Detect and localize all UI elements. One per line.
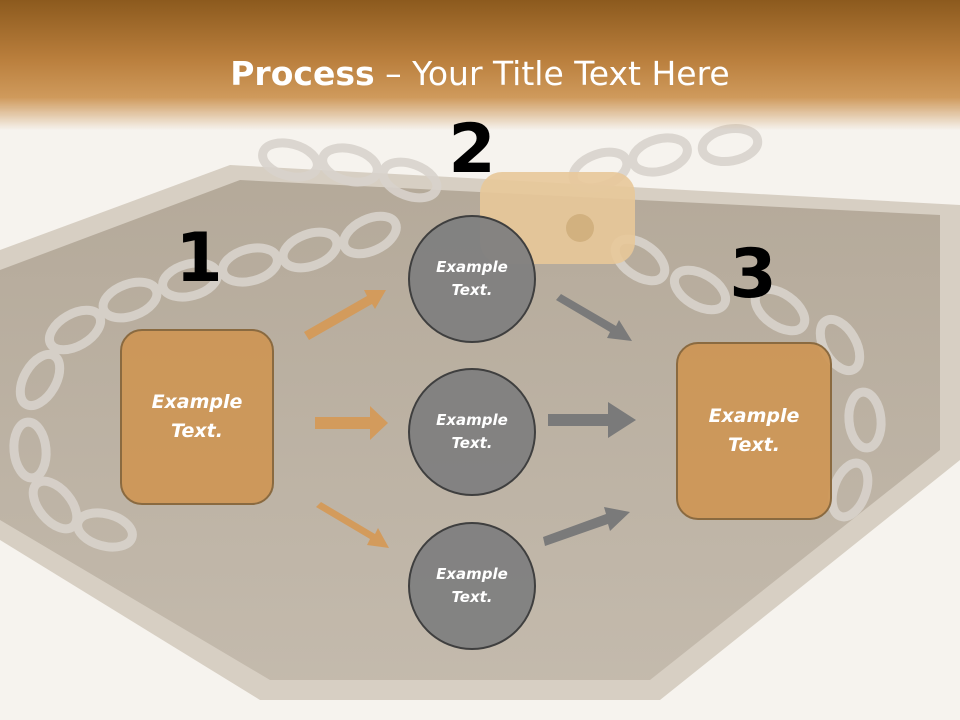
arrow-from-bottom — [543, 507, 630, 546]
title-bar — [0, 0, 960, 130]
circle-bottom-label: Example Text. — [436, 565, 508, 606]
right-process-box: Example Text. — [676, 342, 832, 520]
arrow-to-bottom — [316, 502, 389, 548]
step-number-2: 2 — [448, 110, 496, 189]
left-process-box: Example Text. — [120, 329, 274, 505]
step-number-1: 1 — [175, 219, 223, 298]
step-number-3: 3 — [729, 235, 777, 314]
title-bold: Process — [230, 54, 375, 93]
orange-arrows — [304, 290, 389, 548]
arrow-to-top — [304, 290, 386, 340]
page-title: Process – Your Title Text Here — [0, 52, 960, 96]
circle-bottom: Example Text. — [408, 522, 536, 650]
arrow-from-top — [556, 294, 632, 341]
circle-top: Example Text. — [408, 215, 536, 343]
left-box-label: Example Text. — [151, 391, 243, 442]
circle-top-label: Example Text. — [436, 258, 508, 299]
title-rest: – Your Title Text Here — [374, 54, 730, 93]
circle-middle-label: Example Text. — [436, 411, 508, 452]
arrow-to-mid — [315, 406, 388, 440]
arrow-from-mid — [548, 402, 636, 438]
gray-arrows — [543, 294, 636, 546]
circle-middle: Example Text. — [408, 368, 536, 496]
right-box-label: Example Text. — [708, 405, 800, 456]
